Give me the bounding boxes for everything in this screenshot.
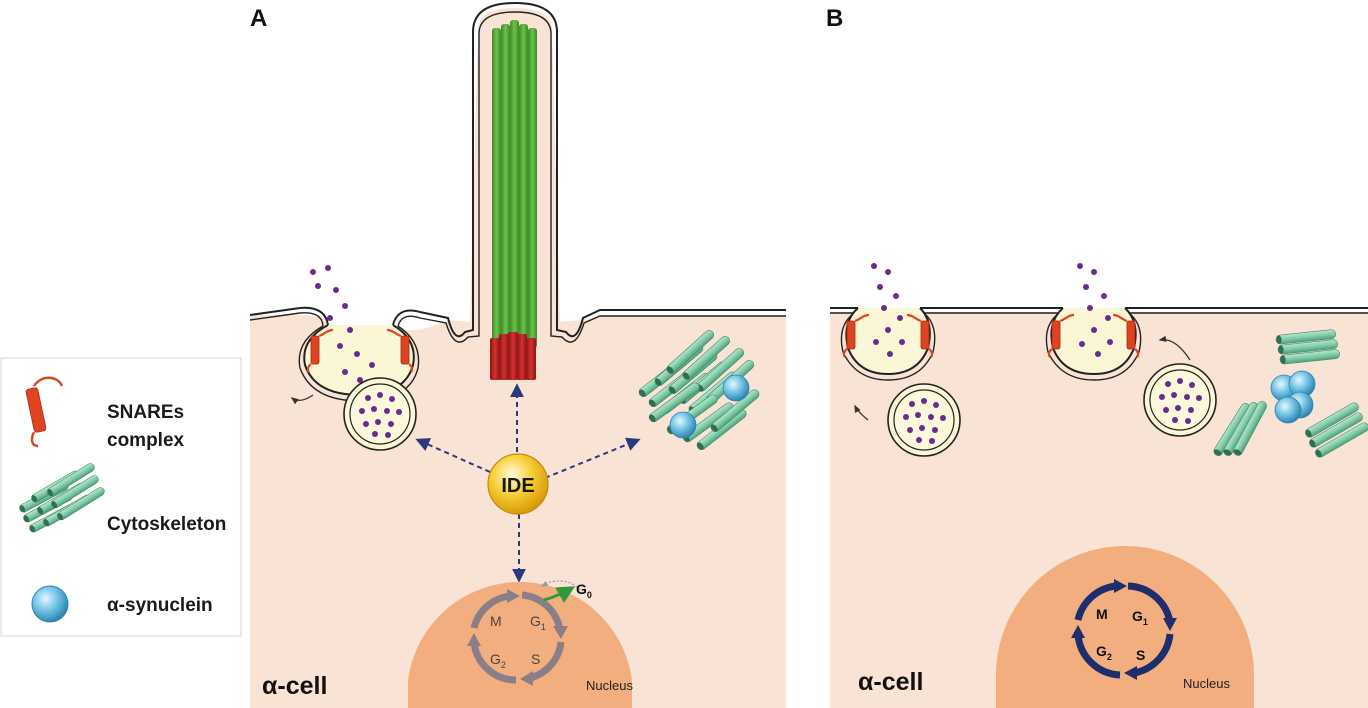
nucleus-label-a: Nucleus [586, 678, 633, 693]
fusion-pore-a [298, 265, 420, 402]
panel-b: Nucleus M G1 G2 S α-cell B [826, 5, 1368, 708]
cell-label-a: α-cell [262, 672, 327, 700]
alpha-synuclein-a2 [722, 374, 750, 402]
alpha-synuclein-aggregate-b [1270, 370, 1316, 424]
svg-text:Cytoskeleton: Cytoskeleton [107, 514, 226, 535]
ide-label: IDE [501, 475, 534, 497]
panel-a: IDE Nucleus M G1 G2 S [249, 1, 786, 708]
svg-text:SNAREs: SNAREs [107, 402, 184, 423]
secretory-granule-b1 [887, 383, 961, 457]
alpha-synuclein-a1 [669, 411, 697, 439]
phase-g2-a: G2 [490, 651, 506, 670]
basal-body [490, 332, 536, 380]
legend: SNAREs complex Cytoskeleton α-synuclein [0, 357, 242, 637]
secretory-granule-b2 [1143, 363, 1217, 437]
legend-item-alpha-synuclein: α-synuclein [31, 585, 213, 623]
svg-text:α-synuclein: α-synuclein [107, 595, 213, 616]
phase-g1-b: G1 [1132, 608, 1148, 627]
svg-text:complex: complex [107, 430, 185, 451]
phase-s-a: S [531, 651, 540, 667]
cell-label-b: α-cell [858, 668, 923, 696]
glucagon-dots-a [310, 265, 375, 383]
g0-label: G0 [576, 581, 592, 600]
ide-molecule [487, 453, 549, 515]
secretory-granule-a [343, 377, 417, 451]
fusion-pore-b2 [1045, 263, 1142, 381]
ide-signaling: IDE [415, 383, 641, 583]
cytoskeleton-bundle-a [636, 328, 762, 453]
plasma-membrane-a [249, 1, 786, 338]
fusion-pore-b1 [840, 263, 936, 381]
phase-g2-b: G2 [1096, 643, 1112, 662]
g0-exit-arrow [543, 586, 576, 603]
panel-letter-a: A [250, 5, 267, 32]
phase-s-b: S [1136, 647, 1145, 663]
alpha-synuclein-icon [31, 585, 69, 623]
nucleus-label-b: Nucleus [1183, 676, 1230, 691]
cell-cycle-a [470, 591, 565, 684]
cell-cycle-b [1074, 582, 1174, 679]
phase-m-a: M [490, 613, 502, 629]
legend-item-snare: SNAREs complex [25, 376, 185, 451]
snare-icon [25, 376, 64, 448]
nucleus-b: Nucleus M G1 G2 S [996, 546, 1254, 708]
panel-letter-b: B [826, 5, 843, 32]
phase-g1-a: G1 [530, 613, 546, 632]
legend-item-cytoskeleton: Cytoskeleton [17, 461, 226, 535]
primary-cilium [490, 20, 537, 380]
nucleus-a: Nucleus M G1 G2 S G [408, 580, 633, 708]
phase-m-b: M [1096, 606, 1108, 622]
